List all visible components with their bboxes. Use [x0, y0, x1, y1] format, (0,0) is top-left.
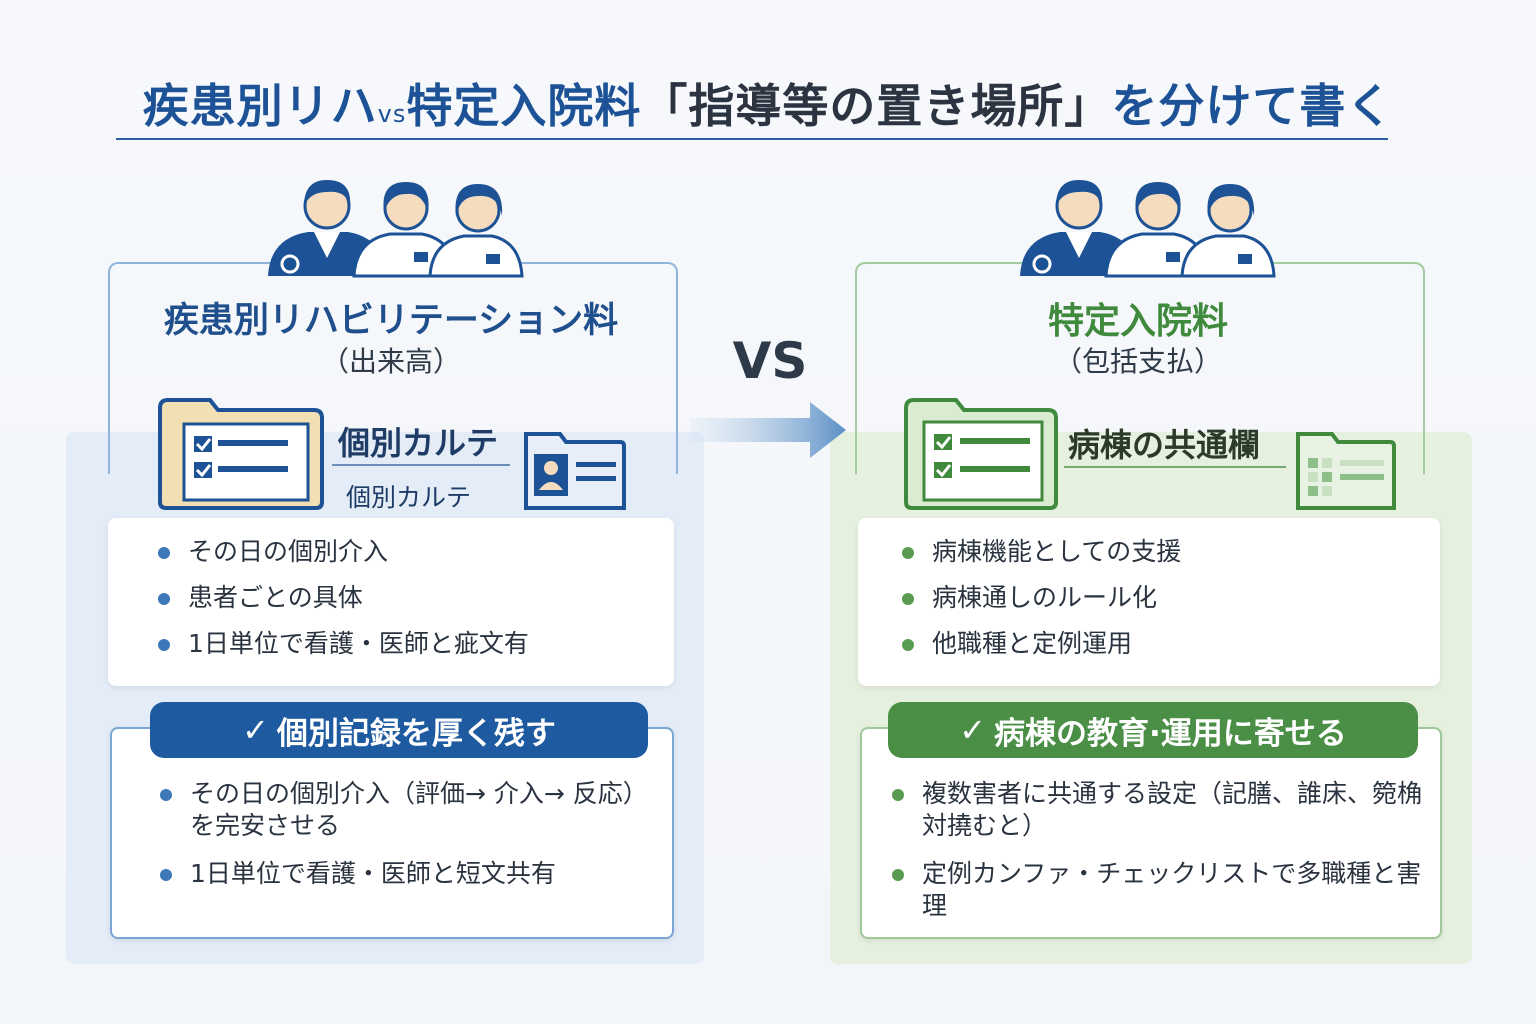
list-item: 1日単位で看護・医師と疵文有	[158, 628, 529, 660]
bullet-dot-icon	[160, 869, 172, 881]
left-summary-card	[108, 518, 674, 686]
list-item: 1日単位で看護・医師と短文共有	[160, 858, 640, 890]
right-panel-title: 特定入院料	[1047, 301, 1228, 342]
left-panel-subtitle: （出来高）	[320, 345, 461, 378]
left-recommendation-banner: ✓個別記録を厚く残す	[150, 702, 648, 758]
bullet-dot-icon	[892, 869, 904, 881]
right-panel-subtitle: （包括支払）	[1053, 345, 1222, 378]
list-item: 病棟機能としての支援	[902, 536, 1181, 568]
bullet-dot-icon	[892, 789, 904, 801]
doctor-icon	[428, 184, 524, 278]
left-folder-sublabel: 個別カルテ	[346, 483, 472, 512]
check-icon: ✓	[242, 711, 269, 749]
list-item: その日の個別介入（評価→ 介入→ 反応）を完安させる	[160, 778, 640, 842]
bullet-dot-icon	[158, 593, 170, 605]
check-icon: ✓	[959, 711, 987, 749]
list-item: その日の個別介入	[158, 536, 529, 568]
list-item: 複数害者に共通する設定（記膳、誰床、箢桷対撓むと）	[892, 778, 1422, 842]
vs-label: VS	[732, 332, 808, 390]
title-divider	[116, 138, 1388, 140]
left-staff-group	[268, 180, 524, 278]
list-item: 患者ごとの具体	[158, 582, 529, 614]
right-detail-list: 複数害者に共通する設定（記膳、誰床、箢桷対撓むと） 定例カンファ・チェックリスト…	[892, 778, 1422, 938]
bullet-dot-icon	[160, 789, 172, 801]
left-detail-card	[110, 727, 674, 939]
page-title: 疾患別リハvs特定入院料「指導等の置き場所」を分けて書く	[142, 79, 1394, 133]
right-summary-card	[858, 518, 1440, 686]
doctor-icon	[1180, 184, 1276, 278]
bullet-dot-icon	[902, 547, 914, 559]
right-recommendation-banner: ✓病棟の教育·運用に寄せる	[888, 702, 1418, 758]
left-summary-list: その日の個別介入 患者ごとの具体 1日単位で看護・医師と疵文有	[158, 536, 529, 674]
bullet-dot-icon	[158, 639, 170, 651]
left-panel-title: 疾患別リハビリテーション料	[163, 301, 619, 341]
arrow-right-icon	[690, 402, 846, 458]
folder-checklist-icon	[904, 398, 1058, 510]
list-item: 病棟通しのルール化	[902, 582, 1181, 614]
table-folder-icon	[1296, 432, 1396, 510]
left-folder-divider	[332, 464, 510, 466]
right-folder-divider	[1064, 466, 1286, 468]
bullet-dot-icon	[158, 547, 170, 559]
right-summary-list: 病棟機能としての支援 病棟通しのルール化 他職種と定例運用	[902, 536, 1181, 674]
list-item: 他職種と定例運用	[902, 628, 1181, 660]
right-staff-group	[1020, 180, 1276, 278]
bullet-dot-icon	[902, 639, 914, 651]
left-detail-list: その日の個別介入（評価→ 介入→ 反応）を完安させる 1日単位で看護・医師と短文…	[160, 778, 640, 906]
id-card-folder-icon	[524, 432, 626, 510]
right-folder-label: 病棟の共通欄	[1068, 426, 1261, 464]
folder-checklist-icon	[158, 398, 324, 510]
bullet-dot-icon	[902, 593, 914, 605]
list-item: 定例カンファ・チェックリストで多職種と害理	[892, 858, 1422, 922]
left-folder-label: 個別カルテ	[338, 424, 499, 462]
